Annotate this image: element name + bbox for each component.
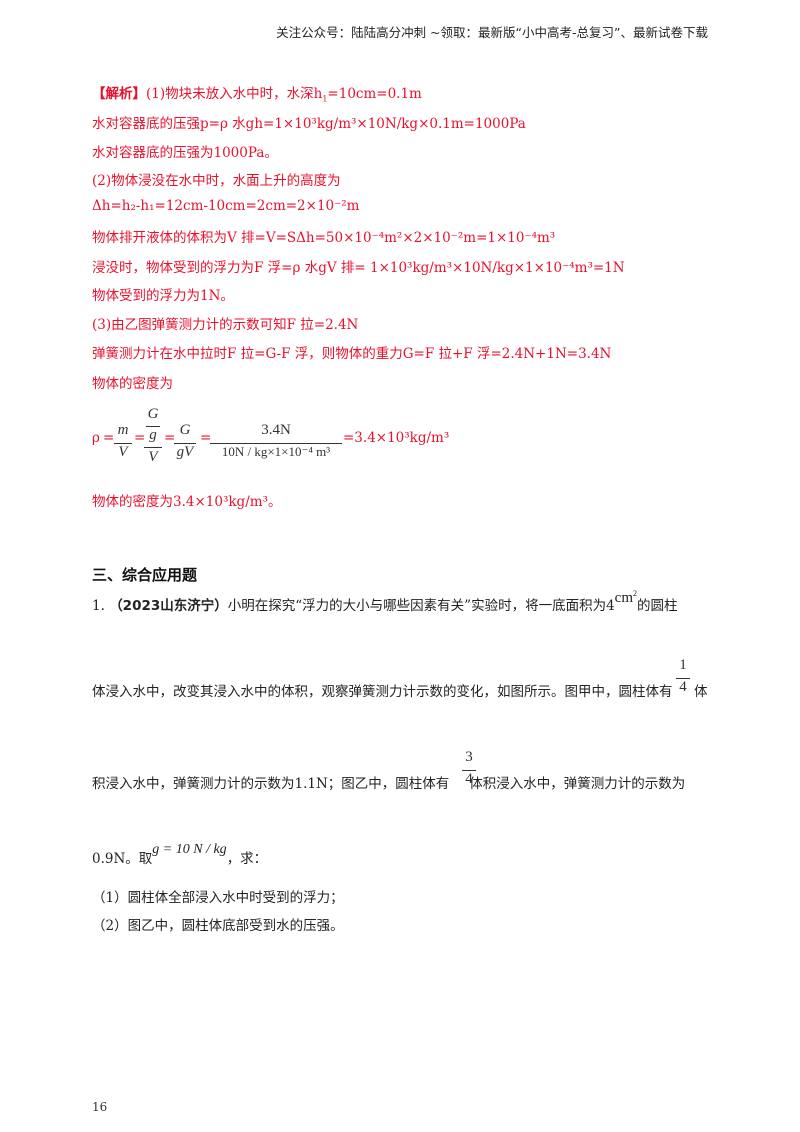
solution-text: (1)物块未放入水中时，水深h (146, 86, 323, 102)
fraction-one-quarter: 1 4 (676, 657, 690, 696)
section-title: 三、综合应用题 (92, 566, 198, 584)
solution-line-7: 浸没时，物体受到的浮力为F 浮=ρ 水gV 排= 1×10³kg/m³×10N/… (92, 260, 625, 276)
fraction-bar-main (144, 447, 162, 448)
denominator: 4 (679, 679, 687, 695)
problem-text: 体 (694, 684, 708, 700)
problem-line-3: 积浸入水中，弹簧测力计的示数为1.1N；图乙中，圆柱体有 体积浸入水中，弹簧测力计… (92, 772, 685, 792)
denominator: 4 (465, 771, 473, 787)
numerator: G (147, 406, 159, 422)
numerator: 3 (465, 749, 473, 765)
solution-line-6: 物体排开液体的体积为V 排=V=SΔh=50×10⁻⁴m²×2×10⁻²m=1×… (92, 230, 556, 246)
problem-text: 体积浸入水中，弹簧测力计的示数为 (469, 776, 686, 792)
solution-line-8: 物体受到的浮力为1N。 (92, 288, 234, 304)
equals-sign: = (103, 430, 115, 446)
problem-line-1: 1. （2023山东济宁）小明在探究“浮力的大小与哪些因素有关”实验时，将一底面… (92, 589, 678, 615)
subscript: 1 (322, 94, 328, 104)
fraction-bar (174, 443, 196, 444)
question-1: （1）圆柱体全部浸入水中时受到的浮力； (92, 890, 344, 906)
fraction-numeric: 3.4N 10N / kg×1×10⁻⁴ m³ (210, 422, 342, 460)
fraction-g-over-g-over-v: G g V (144, 406, 162, 466)
solution-line-2: 水对容器底的压强p=ρ 水gh=1×10³kg/m³×10N/kg×0.1m=1… (92, 116, 526, 132)
fraction-bar (462, 770, 476, 771)
unit-text: cm (614, 590, 633, 606)
equals-sign: = (134, 430, 146, 446)
density-result: =3.4×10³kg/m³ (343, 430, 450, 446)
page-header: 关注公众号：陆陆高分冲刺 ~领取：最新版“小中高考-总复习”、最新试卷下载 (276, 25, 708, 40)
denominator: V (118, 444, 128, 460)
equals-sign: = (200, 430, 212, 446)
question-2: （2）图乙中，圆柱体底部受到水的压强。 (92, 918, 344, 934)
rho-symbol: ρ (92, 430, 100, 446)
solution-line-10: 弹簧测力计在水中拉时F 拉=G-F 浮，则物体的重力G=F 拉+F 浮=2.4N… (92, 346, 612, 362)
fraction-bar (210, 443, 342, 444)
area-unit: cm2 (614, 589, 637, 606)
fraction-three-quarters: 3 4 (462, 749, 476, 788)
numerator: 3.4N (261, 422, 291, 438)
fraction-g-over-gv: G gV (174, 422, 196, 461)
problem-source: （2023山东济宁） (109, 598, 228, 614)
solution-line-1: 【解析】(1)物块未放入水中时，水深h1=10cm=0.1m (92, 82, 422, 104)
problem-number: 1. (92, 598, 105, 614)
problem-text: ，求： (226, 851, 268, 867)
numerator-denominator: g (149, 427, 157, 443)
gravity-expression: g = 10 N / kg (152, 842, 227, 857)
problem-line-2: 体浸入水中，改变其浸入水中的体积，观察弹簧测力计示数的变化，如图所示。图甲中，圆… (92, 684, 673, 700)
problem-text: 0.9N。取 (92, 851, 153, 867)
denominator: 10N / kg×1×10⁻⁴ m³ (221, 444, 331, 459)
numerator: G (179, 422, 191, 438)
numerator: 1 (679, 657, 687, 673)
problem-text: 小明在探究“浮力的大小与哪些因素有关”实验时，将一底面积为4 (227, 598, 615, 614)
denominator: gV (176, 444, 194, 460)
solution-text: =10cm=0.1m (327, 86, 422, 102)
problem-text: 积浸入水中，弹簧测力计的示数为1.1N；图乙中，圆柱体有 (92, 776, 450, 792)
unit-superscript: 2 (633, 589, 637, 598)
solution-line-5: Δh=h₂-h₁=12cm-10cm=2cm=2×10⁻²m (92, 198, 360, 214)
denominator: V (148, 449, 158, 465)
problem-text: 的圆柱 (637, 598, 678, 614)
solution-line-11: 物体的密度为 (92, 376, 173, 392)
solution-line-13: 物体的密度为3.4×10³kg/m³。 (92, 494, 282, 510)
solution-line-4: (2)物体浸没在水中时，水面上升的高度为 (92, 173, 341, 189)
problem-line-4: 0.9N。取g = 10 N / kg，求： (92, 842, 268, 868)
fraction-m-over-v: m V (114, 422, 132, 461)
fraction-bar (676, 678, 690, 679)
equals-sign: = (164, 430, 176, 446)
fraction-bar (146, 426, 160, 427)
solution-tag: 【解析】 (92, 86, 146, 102)
page-number: 16 (92, 1100, 108, 1114)
numerator: m (117, 422, 129, 438)
solution-line-3: 水对容器底的压强为1000Pa。 (92, 145, 278, 161)
fraction-bar (114, 443, 132, 444)
solution-line-9: (3)由乙图弹簧测力计的示数可知F 拉=2.4N (92, 317, 359, 333)
